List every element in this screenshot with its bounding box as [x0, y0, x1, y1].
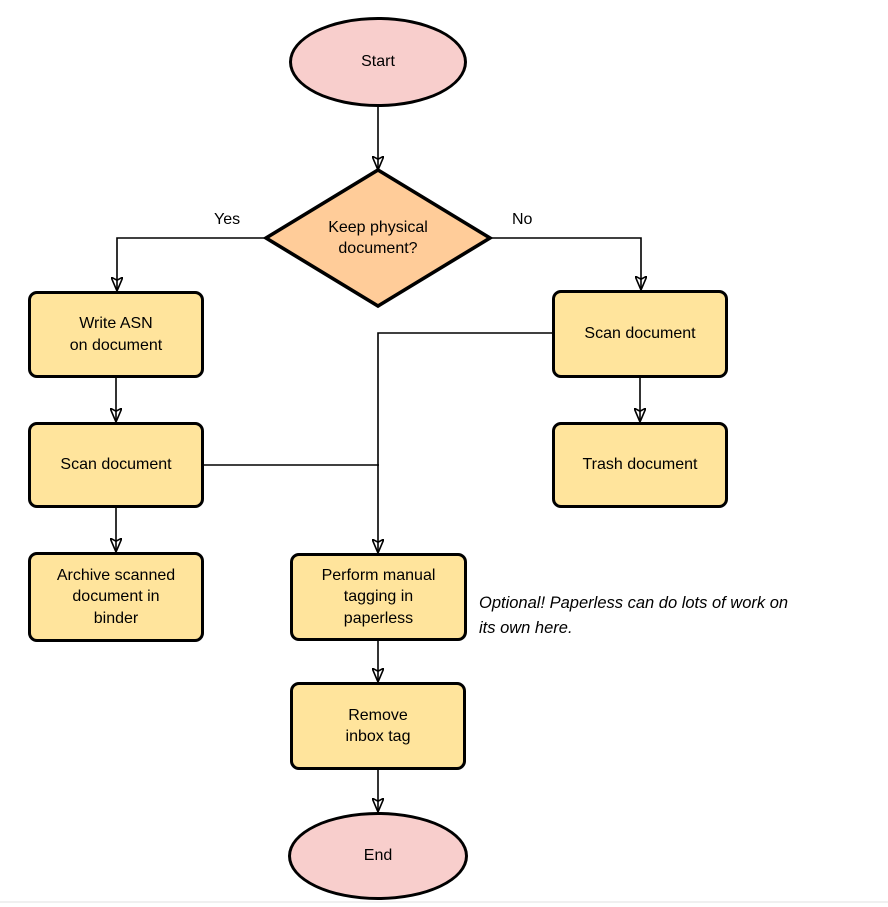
- optional-note: Optional! Paperless can do lots of work …: [479, 594, 789, 637]
- edge-scan-right-to-perform-tagging: [378, 332, 552, 552]
- remove-inbox-label: Remove inbox tag: [345, 706, 411, 745]
- scan-right-node: Scan document: [552, 290, 728, 378]
- end-label: End: [363, 847, 393, 865]
- archive-label: Archive scanned document in binder: [56, 567, 176, 627]
- trash-label: Trash document: [582, 456, 698, 474]
- archive-node: Archive scanned document in binder: [28, 552, 204, 642]
- edge-label-yes: Yes: [212, 211, 243, 229]
- trash-node: Trash document: [552, 422, 728, 508]
- start-label: Start: [361, 53, 395, 71]
- decision-diamond-shape: [263, 167, 493, 309]
- scan-left-label: Scan document: [60, 456, 172, 474]
- perform-tagging-node: Perform manual tagging in paperless: [290, 553, 467, 641]
- end-node: End: [288, 812, 468, 900]
- perform-tagging-label: Perform manual tagging in paperless: [321, 567, 436, 627]
- decision-label: Keep physical document?: [328, 218, 428, 257]
- scan-right-label: Scan document: [584, 325, 696, 343]
- remove-inbox-node: Remove inbox tag: [290, 682, 466, 770]
- edge-decision-yes-to-write-asn: [117, 237, 265, 290]
- write-asn-label: Write ASN on document: [69, 315, 163, 354]
- scan-left-node: Scan document: [28, 422, 204, 508]
- decision-node: Keep physical document?: [263, 167, 493, 309]
- write-asn-node: Write ASN on document: [28, 291, 204, 378]
- bottom-divider: [0, 901, 888, 903]
- edge-label-no: No: [510, 211, 535, 229]
- start-node: Start: [289, 17, 467, 107]
- edge-decision-no-to-scan-right: [491, 237, 641, 289]
